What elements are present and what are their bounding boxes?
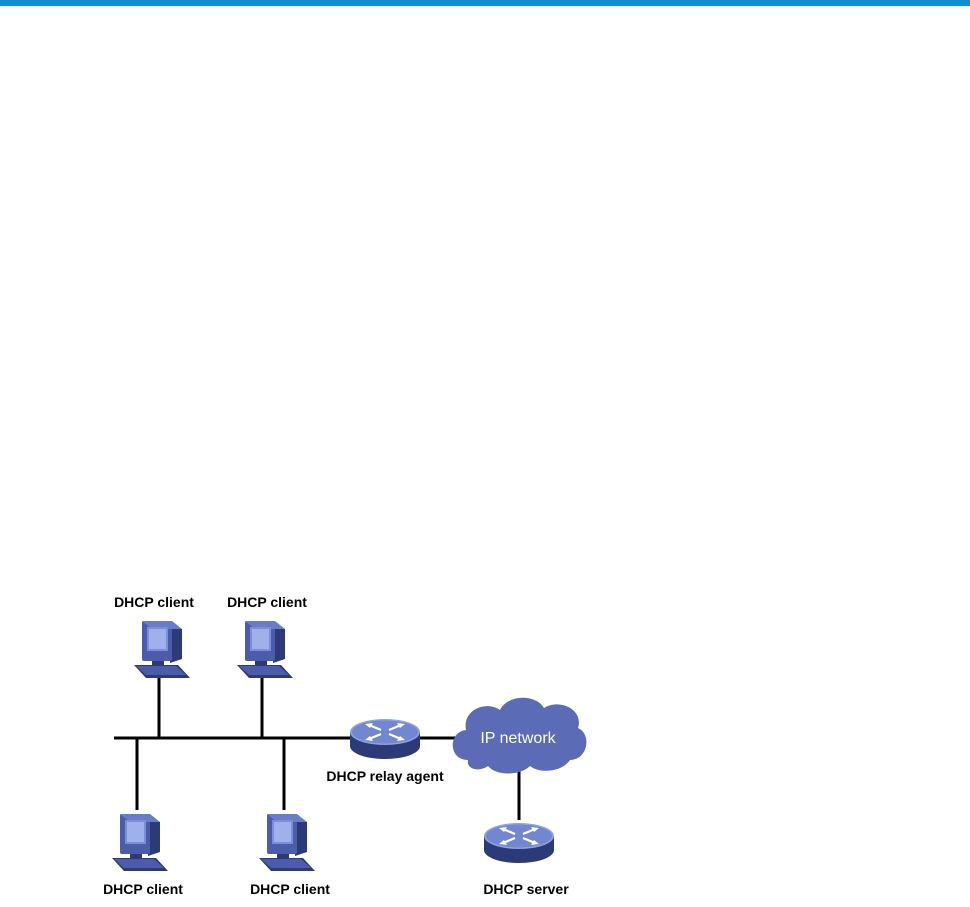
computer-icon	[134, 621, 190, 678]
top-accent-bar	[0, 0, 970, 6]
connection-lines	[114, 670, 521, 820]
relay-label: DHCP relay agent	[326, 768, 444, 784]
client-label-3: DHCP client	[103, 881, 183, 897]
computer-icon	[237, 621, 293, 678]
computer-icon	[112, 814, 168, 871]
cloud-icon	[452, 697, 587, 774]
switch-icon	[348, 717, 422, 761]
client-label-4: DHCP client	[250, 881, 330, 897]
server-label: DHCP server	[483, 881, 569, 897]
client-label-1: DHCP client	[114, 594, 194, 610]
switch-icon	[482, 821, 556, 865]
client-label-2: DHCP client	[227, 594, 307, 610]
cloud-label: IP network	[480, 730, 556, 747]
computer-icon	[259, 814, 315, 871]
